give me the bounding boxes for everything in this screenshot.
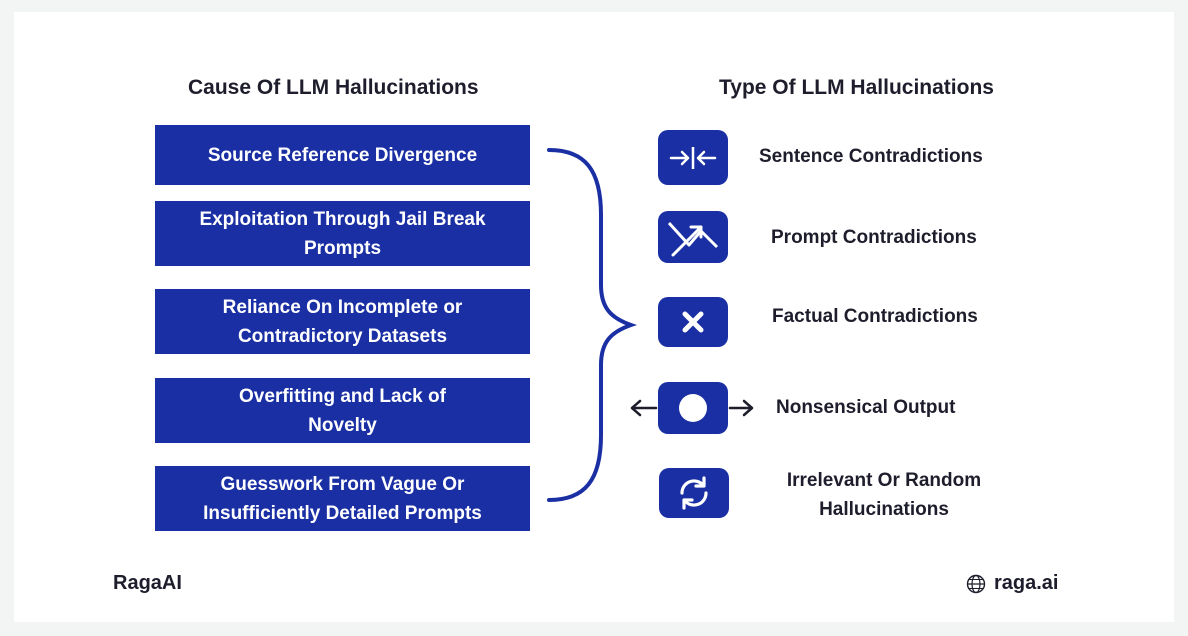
type-line: Factual Contradictions <box>772 306 978 327</box>
cause-line: Contradictory Datasets <box>237 325 448 347</box>
type-label-prompt-contradictions: Prompt Contradictions <box>771 223 977 252</box>
cause-heading: Cause Of LLM Hallucinations <box>188 76 479 99</box>
cause-box-jail-break-prompts: Exploitation Through Jail Break Prompts <box>155 201 530 266</box>
type-line: Nonsensical Output <box>776 397 956 418</box>
cause-line: Novelty <box>308 414 377 436</box>
site-link[interactable]: raga.ai <box>966 572 1058 595</box>
x-mark-icon <box>658 297 728 347</box>
cause-box-guesswork: Guesswork From Vague Or Insufficiently D… <box>155 466 530 531</box>
arrows-converge-icon <box>658 130 728 185</box>
cause-line: Reliance On Incomplete or <box>222 296 463 318</box>
curly-brace <box>547 148 638 502</box>
globe-icon <box>966 574 986 593</box>
cause-box-incomplete-datasets: Reliance On Incomplete or Contradictory … <box>155 289 530 354</box>
refresh-icon <box>659 468 729 518</box>
crossed-arrows-icon <box>658 211 728 263</box>
type-line: Hallucinations <box>819 499 949 520</box>
cause-line: Guesswork From Vague Or <box>220 473 465 495</box>
type-label-sentence-contradictions: Sentence Contradictions <box>759 142 983 171</box>
type-line: Prompt Contradictions <box>771 227 977 248</box>
cause-box-source-reference-divergence: Source Reference Divergence <box>155 125 530 185</box>
cause-line: Exploitation Through Jail Break <box>199 208 486 230</box>
cause-line: Source Reference Divergence <box>207 144 478 166</box>
circle-arrows-icon <box>630 382 754 434</box>
type-label-factual-contradictions: Factual Contradictions <box>772 302 978 331</box>
cause-line: Insufficiently Detailed Prompts <box>203 502 482 524</box>
cause-line: Overfitting and Lack of <box>239 385 446 407</box>
type-heading: Type Of LLM Hallucinations <box>719 76 994 99</box>
type-label-irrelevant-random: Irrelevant Or Random Hallucinations <box>770 466 998 524</box>
type-line: Irrelevant Or Random <box>786 470 982 491</box>
cause-line: Prompts <box>303 237 382 259</box>
cause-box-overfitting: Overfitting and Lack of Novelty <box>155 378 530 443</box>
type-line: Sentence Contradictions <box>759 146 983 167</box>
site-url[interactable]: raga.ai <box>994 572 1059 594</box>
brand-name: RagaAI <box>113 572 182 594</box>
type-label-nonsensical-output: Nonsensical Output <box>776 393 955 422</box>
